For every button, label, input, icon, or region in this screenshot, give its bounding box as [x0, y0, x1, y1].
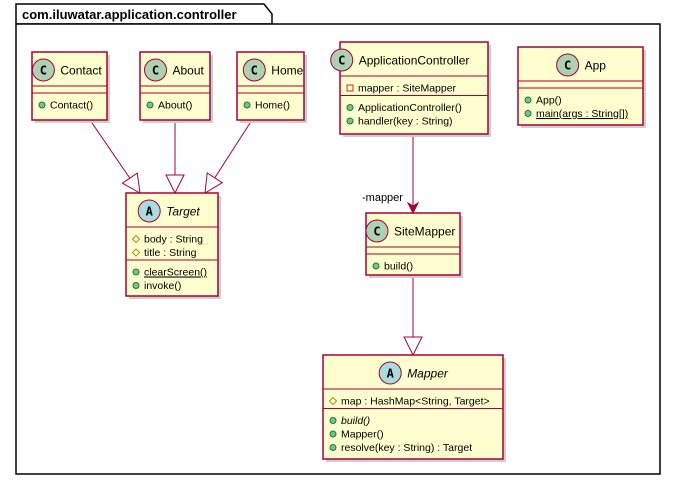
attribute-mapper: mapper : SiteMapper [358, 83, 457, 95]
class-icon [242, 58, 266, 82]
method-handler: handler(key : String) [358, 116, 453, 128]
class-name: Target [166, 205, 200, 219]
class-box [339, 41, 489, 135]
method-invoke: invoke() [144, 280, 181, 292]
visibility-public-icon [346, 117, 354, 125]
visibility-public-icon [38, 101, 46, 109]
stereotype-letter: C [373, 225, 380, 239]
method-home: Home() [255, 100, 290, 112]
class-icon [144, 58, 167, 82]
visibility-protected-icon [328, 396, 338, 406]
class-icon [330, 48, 354, 72]
class-box [517, 46, 644, 126]
stereotype-letter: A [387, 367, 395, 381]
method-contact: Contact() [50, 100, 93, 112]
class-name: SiteMapper [394, 225, 455, 239]
class-name: Mapper [407, 367, 449, 381]
package-title: com.iluwatar.application.controller [22, 7, 237, 22]
class-name: Home [271, 64, 303, 78]
class-name: ApplicationController [359, 54, 470, 68]
visibility-public-icon [146, 101, 154, 109]
class-icon [365, 219, 389, 243]
abstract-class-icon [378, 361, 402, 385]
stereotype-letter: C [338, 54, 345, 68]
inheritance-home-target [205, 119, 253, 193]
visibility-public-icon [329, 430, 337, 438]
attribute-map: map : HashMap<String, Target> [341, 396, 490, 408]
stereotype-letter: C [40, 64, 47, 78]
visibility-public-icon [524, 96, 532, 104]
association-label: -mapper [362, 192, 403, 204]
stereotype-letter: C [152, 64, 159, 78]
method-applicationcontroller: ApplicationController() [358, 102, 462, 114]
visibility-public-icon [329, 444, 337, 451]
visibility-public-icon [132, 282, 140, 289]
method-about: About() [158, 100, 192, 112]
visibility-public-icon [372, 262, 380, 270]
relations: -mapper [89, 119, 413, 355]
stereotype-letter: C [564, 59, 571, 73]
class-icon [31, 58, 55, 82]
method-main: main(args : String[]) [536, 108, 628, 120]
class-sitemapper[interactable]: C SiteMapper build() [365, 212, 463, 278]
class-name: About [173, 64, 205, 78]
package-tab [15, 3, 273, 25]
method-mapper: Mapper() [341, 429, 384, 441]
attribute-title: title : String [144, 247, 197, 259]
stereotype-letter: C [251, 64, 258, 78]
class-name: Contact [60, 64, 102, 78]
abstract-class-icon [137, 199, 161, 223]
method-build: build() [341, 415, 370, 427]
class-name: App [585, 59, 607, 73]
class-box [322, 354, 504, 460]
method-build: build() [384, 261, 413, 273]
visibility-public-icon [243, 101, 251, 109]
attribute-body: body : String [144, 234, 203, 246]
class-appcontroller[interactable]: C ApplicationController mapper : SiteMappe… [330, 41, 491, 137]
stereotype-letter: A [146, 205, 154, 219]
method-app: App() [536, 95, 562, 107]
inheritance-contact-target [89, 119, 140, 193]
visibility-public-icon [329, 417, 337, 424]
class-mapper[interactable]: A Mapper map : HashMap<String, Target> buil… [322, 354, 506, 462]
visibility-public-icon [524, 110, 532, 117]
visibility-protected-icon [131, 234, 141, 244]
visibility-protected-icon [131, 248, 141, 257]
visibility-private-icon [346, 84, 354, 92]
visibility-public-icon [346, 104, 354, 111]
method-resolve: resolve(key : String) : Target [341, 442, 472, 454]
class-icon [556, 53, 580, 77]
method-clearscreen: clearScreen() [144, 267, 207, 279]
visibility-public-icon [132, 268, 140, 276]
